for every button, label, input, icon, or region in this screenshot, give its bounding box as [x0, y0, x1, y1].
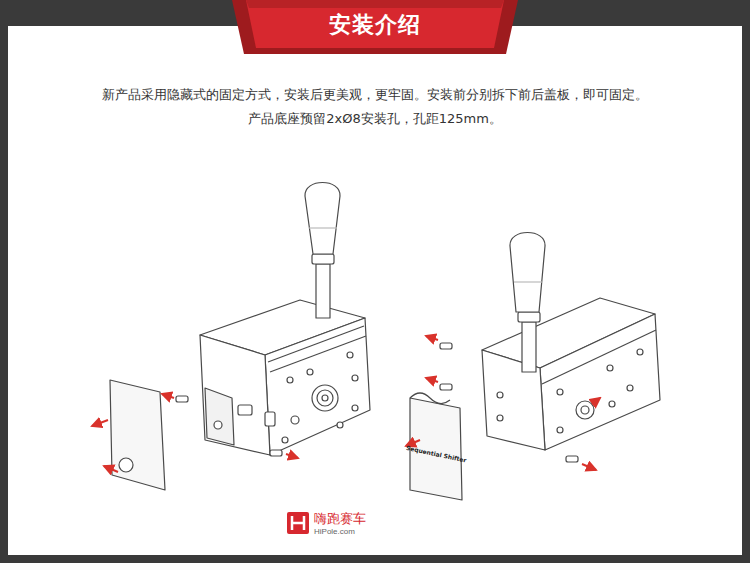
left-shifter-part [200, 335, 270, 455]
right-shifter-part [542, 330, 656, 384]
left-shifter-part [110, 380, 165, 490]
right-shifter-part [609, 401, 615, 407]
left-shifter-part [291, 416, 299, 424]
right-shifter-part [497, 415, 503, 421]
left-shifter-part [322, 395, 328, 401]
left-shifter-part [352, 375, 358, 381]
left-shifter-part [317, 390, 333, 406]
logo-icon [287, 512, 309, 534]
page-panel-part [8, 26, 742, 555]
right-shifter-part [518, 312, 540, 322]
right-shifter-part [557, 427, 563, 433]
right-removal-arrows-part [426, 378, 438, 382]
right-removal-arrows [406, 336, 600, 470]
left-shifter-part [347, 352, 353, 358]
right-shifter-part [557, 389, 563, 395]
right-shifter-part [627, 385, 633, 391]
left-shifter-part [270, 336, 366, 372]
right-removal-arrows-part [426, 336, 438, 340]
brand-url: HiPole.com [314, 527, 355, 536]
logo-icon-part [292, 516, 304, 530]
right-shifter-part [440, 384, 452, 390]
left-shifter-part [265, 318, 370, 455]
header-ribbon-part [246, 0, 504, 8]
right-shifter-part [522, 322, 536, 372]
right-shifter-part [410, 393, 450, 404]
left-shifter-part [312, 385, 338, 411]
left-shifter-part [270, 450, 282, 456]
left-shifter-part [176, 396, 188, 402]
left-shifter-part [282, 437, 288, 443]
logo-icon-part [287, 512, 309, 534]
left-removal-arrows-part [162, 394, 174, 398]
right-shifter-part [637, 349, 643, 355]
right-shifter-part [510, 233, 545, 313]
right-removal-arrows-part [582, 464, 596, 470]
left-shifter-part [307, 369, 313, 375]
right-shifter-part [566, 456, 578, 462]
left-shifter-part [287, 377, 293, 383]
right-shifter-part [607, 365, 613, 371]
right-shifter-part [440, 343, 452, 349]
header-title: 安装介绍 [0, 10, 750, 40]
intro-text: 产品底座预留2xØ8安装孔，孔距125mm。 [0, 110, 750, 128]
left-shifter-part [337, 422, 343, 428]
left-removal-arrows-part [104, 466, 118, 472]
left-shifter-part [268, 326, 364, 362]
left-shifter-part [316, 264, 330, 318]
left-shifter-part [238, 405, 252, 415]
right-shifter-part [540, 314, 660, 450]
left-removal-arrows [92, 394, 298, 472]
page-panel [8, 26, 742, 555]
left-shifter-part [205, 388, 234, 445]
left-shifter-part [352, 405, 358, 411]
left-removal-arrows-part [92, 420, 108, 426]
left-shifter-part [309, 227, 337, 228]
right-shifter-part [514, 281, 542, 282]
left-shifter [110, 183, 370, 491]
left-shifter-part [265, 412, 275, 426]
left-removal-arrows-part [286, 454, 298, 458]
intro-text: 新产品采用隐藏式的固定方式，安装后更美观，更牢固。安装前分别拆下前后盖板，即可固… [0, 86, 750, 104]
brand-name: 嗨跑赛车 [314, 510, 366, 528]
right-shifter-part [581, 406, 589, 414]
left-shifter-part [119, 458, 133, 472]
right-removal-arrows-part [592, 398, 600, 404]
left-shifter-part [305, 183, 340, 255]
right-shifter-part [576, 401, 594, 419]
left-shifter-part [214, 421, 222, 429]
left-shifter-part [312, 254, 334, 264]
right-shifter-part [497, 392, 503, 398]
